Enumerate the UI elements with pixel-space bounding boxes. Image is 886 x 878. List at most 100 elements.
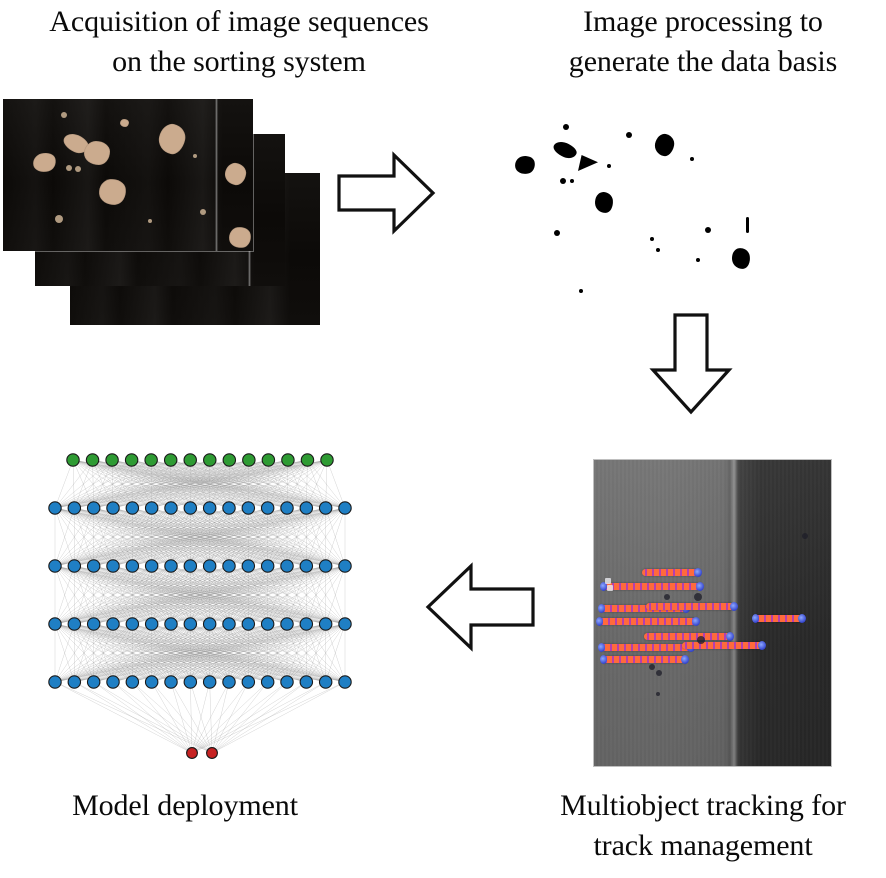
network-node <box>202 559 217 573</box>
network-node <box>48 617 62 631</box>
network-node <box>67 617 82 631</box>
noise-dot <box>579 289 583 293</box>
noise-dot <box>560 178 566 184</box>
particle-speck <box>193 154 197 158</box>
network-node <box>202 617 217 631</box>
arrow-acquisition-to-processing <box>336 151 436 235</box>
network-node <box>280 559 294 573</box>
dark-speck <box>802 533 808 539</box>
network-node <box>67 559 82 573</box>
object-track <box>682 641 766 650</box>
network-node <box>183 617 198 631</box>
network-node <box>280 617 294 631</box>
network-node <box>144 559 159 573</box>
frame-edge-strip <box>215 99 218 251</box>
network-node <box>318 501 333 515</box>
network-node <box>338 617 352 631</box>
input-layer <box>66 453 334 467</box>
network-node <box>222 559 236 573</box>
dark-speck <box>649 664 655 670</box>
object-track <box>600 655 689 664</box>
network-node <box>164 501 178 515</box>
network-node <box>338 559 352 573</box>
noise-dot <box>607 164 611 168</box>
object-track <box>596 617 700 626</box>
dark-speck <box>694 593 702 601</box>
network-node <box>183 501 198 515</box>
arrow-processing-to-tracking <box>648 312 734 416</box>
network-node <box>67 501 82 515</box>
network-node <box>144 501 159 515</box>
network-node <box>125 501 140 515</box>
hidden-layer-2 <box>48 559 352 573</box>
particle-speck <box>61 112 67 118</box>
network-node <box>241 617 256 631</box>
segmented-blob <box>551 139 579 161</box>
network-node <box>144 453 158 467</box>
hidden-layer-1 <box>48 501 352 515</box>
network-node <box>299 559 314 573</box>
network-node <box>242 453 256 467</box>
network-node <box>125 617 140 631</box>
particle-speck <box>75 166 81 172</box>
network-node <box>106 675 120 689</box>
network-node <box>202 501 217 515</box>
dark-speck <box>664 594 670 600</box>
network-node <box>338 501 352 515</box>
segmented-blob <box>653 132 676 158</box>
network-node <box>67 675 82 689</box>
noise-dot <box>554 230 560 236</box>
object-track <box>646 602 738 611</box>
network-node <box>222 617 236 631</box>
noise-dot <box>690 157 694 161</box>
object-track <box>644 632 734 641</box>
network-node <box>280 675 294 689</box>
network-node <box>241 559 256 573</box>
network-node <box>299 675 314 689</box>
particle-speck <box>55 215 63 223</box>
arrow-tracking-to-model <box>424 562 536 652</box>
network-node <box>164 617 178 631</box>
network-node <box>48 559 62 573</box>
network-node <box>260 617 275 631</box>
network-node <box>261 453 276 467</box>
noise-streak <box>746 217 749 233</box>
segmented-blob <box>578 155 598 171</box>
particle <box>120 119 129 127</box>
network-node <box>183 559 198 573</box>
network-svg <box>48 453 352 759</box>
network-node <box>86 559 101 573</box>
network-node <box>48 501 62 515</box>
network-node <box>163 453 178 467</box>
network-node <box>318 617 333 631</box>
particle-speck <box>66 165 72 171</box>
network-node <box>164 559 178 573</box>
network-node <box>186 747 198 759</box>
object-track <box>600 582 704 591</box>
network-node <box>320 453 334 467</box>
network-edges <box>54 459 346 754</box>
dark-speck <box>656 670 662 676</box>
network-node <box>106 501 120 515</box>
bright-speck <box>605 578 611 584</box>
noise-dot <box>705 227 711 233</box>
network-node <box>300 453 315 467</box>
network-node <box>86 675 101 689</box>
object-track <box>642 568 702 577</box>
image-grain-overlay <box>594 460 831 766</box>
multiobject-tracking-panel <box>594 460 831 766</box>
dark-speck <box>697 636 705 644</box>
hidden-layer-4 <box>48 675 352 689</box>
network-node <box>164 675 178 689</box>
network-node <box>281 453 295 467</box>
dark-speck <box>656 692 660 696</box>
noise-dot <box>656 248 660 252</box>
segmented-blob <box>730 246 752 271</box>
network-node <box>85 453 100 467</box>
object-track <box>752 614 806 623</box>
network-node <box>66 453 80 467</box>
image-sequence-stack-panel <box>0 95 360 330</box>
particle <box>84 141 110 165</box>
network-node <box>183 453 197 467</box>
segmented-blob <box>513 154 537 176</box>
